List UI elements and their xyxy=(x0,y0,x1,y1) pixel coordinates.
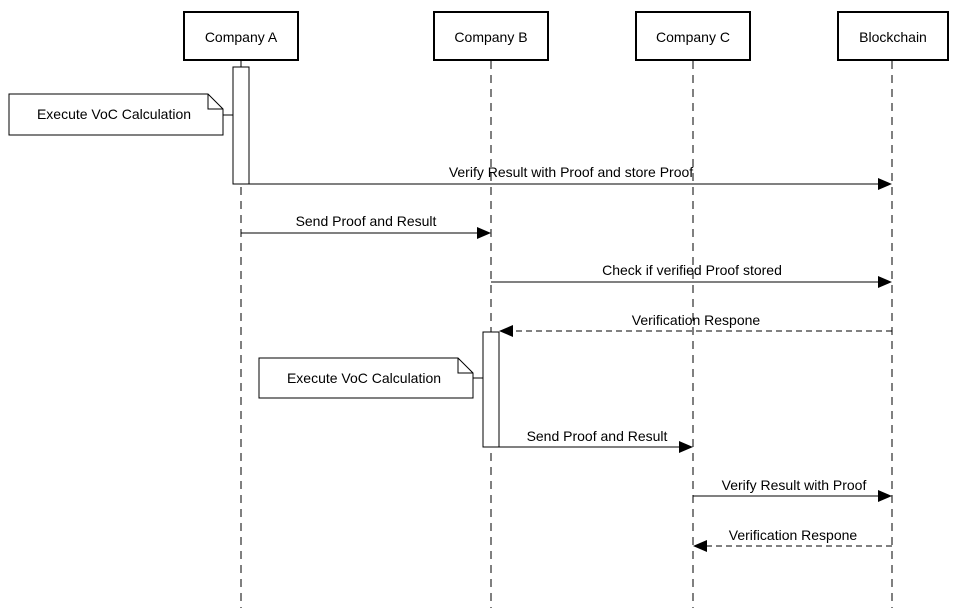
participant-label: Company A xyxy=(205,29,278,45)
arrowhead-icon xyxy=(477,227,491,239)
arrowhead-icon xyxy=(878,490,892,502)
message-check-if-verified-proof-stored: Check if verified Proof stored xyxy=(491,262,892,288)
arrowhead-icon xyxy=(693,540,707,552)
message-label: Verification Respone xyxy=(729,527,858,543)
message-send-proof-and-result-a-to-b: Send Proof and Result xyxy=(241,213,491,239)
activation-bar-company-a xyxy=(232,66,250,185)
arrowhead-icon xyxy=(878,178,892,190)
message-verify-result-and-store-proof: Verify Result with Proof and store Proof xyxy=(249,164,892,190)
message-send-proof-and-result-b-to-c: Send Proof and Result xyxy=(499,428,693,453)
participant-label: Company B xyxy=(454,29,527,45)
note-execute-voc-calculation-2: Execute VoC Calculation xyxy=(258,357,483,399)
participant-company-b[interactable]: Company B xyxy=(433,11,549,61)
message-verification-response-to-b: Verification Respone xyxy=(499,312,892,337)
participant-label: Company C xyxy=(656,29,730,45)
message-verify-result-with-proof: Verify Result with Proof xyxy=(693,477,892,502)
message-label: Verification Respone xyxy=(632,312,761,328)
participant-company-c[interactable]: Company C xyxy=(635,11,751,61)
participant-label: Blockchain xyxy=(859,29,927,45)
arrowhead-icon xyxy=(679,441,693,453)
participant-company-a[interactable]: Company A xyxy=(183,11,299,61)
arrowhead-icon xyxy=(499,325,513,337)
message-label: Check if verified Proof stored xyxy=(602,262,782,278)
participant-blockchain[interactable]: Blockchain xyxy=(837,11,949,61)
message-label: Send Proof and Result xyxy=(296,213,437,229)
message-label: Verify Result with Proof and store Proof xyxy=(449,164,693,180)
arrowhead-icon xyxy=(878,276,892,288)
message-label: Send Proof and Result xyxy=(527,428,668,444)
note-execute-voc-calculation-1: Execute VoC Calculation xyxy=(8,93,233,136)
message-verification-response-to-c: Verification Respone xyxy=(693,527,892,552)
activation-bar-company-b xyxy=(482,331,500,448)
message-label: Verify Result with Proof xyxy=(722,477,867,493)
note-label: Execute VoC Calculation xyxy=(287,370,441,386)
note-label: Execute VoC Calculation xyxy=(37,106,191,122)
